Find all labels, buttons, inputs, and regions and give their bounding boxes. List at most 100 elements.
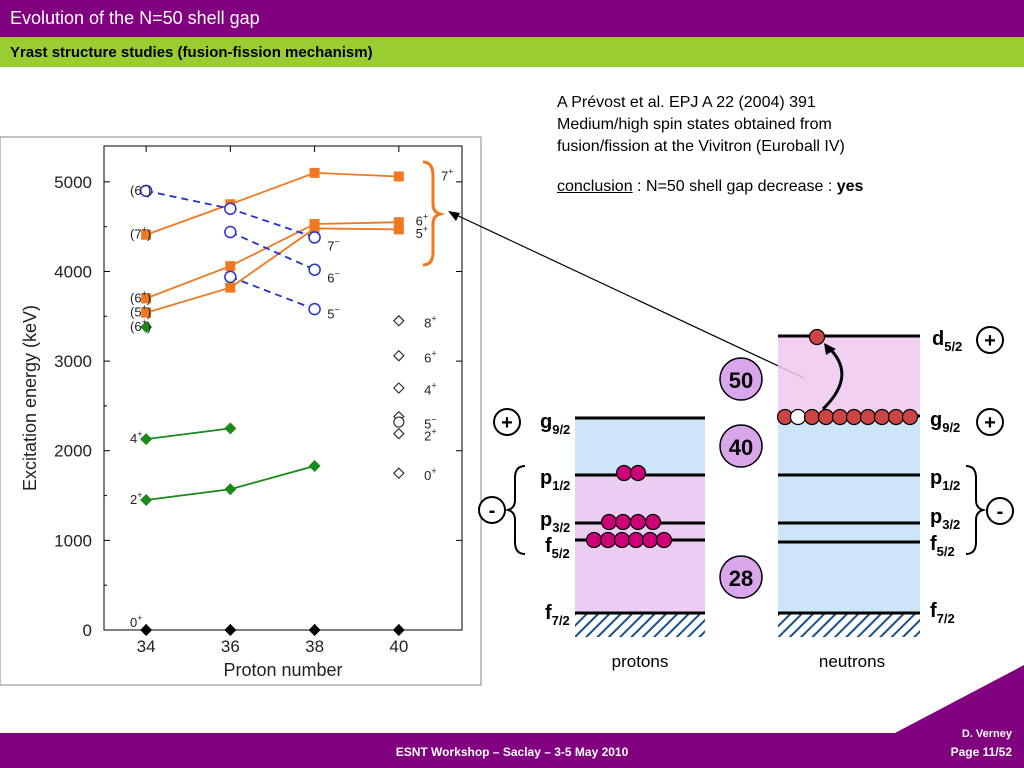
- slide-subtitle: Yrast structure studies (fusion-fission …: [10, 44, 373, 61]
- neutron-dot: [831, 408, 849, 426]
- data-point-diamond: [140, 624, 153, 636]
- data-point-circle: [224, 270, 237, 284]
- proton-particles: [585, 464, 673, 549]
- level-label: 6−: [327, 269, 340, 286]
- excitation-arrow: [821, 345, 844, 411]
- neutron-g92-plus-sign: +: [984, 412, 996, 434]
- x-tick-label: 40: [389, 637, 408, 656]
- series-line: [145, 221, 399, 300]
- data-point-open-diamond: [392, 427, 405, 440]
- proton-dot: [600, 513, 618, 531]
- magic-40-circle: [719, 424, 763, 468]
- data-point-diamond: [224, 624, 237, 636]
- proton-dot: [629, 464, 647, 482]
- x-tick-label: 34: [137, 637, 156, 656]
- proton-dot: [613, 531, 631, 549]
- y-tick-label: 3000: [54, 352, 92, 371]
- neutron-dot: [803, 408, 821, 426]
- proton-orbital-label: f7/2: [545, 602, 570, 628]
- data-point-diamond: [308, 459, 321, 472]
- neutron-dot: [901, 408, 919, 426]
- level-label: 7+: [441, 166, 454, 183]
- footer-event: ESNT Workshop – Saclay – 3-5 May 2010: [395, 745, 629, 759]
- level-label: (6−): [130, 181, 151, 198]
- conclusion-text: : N=50 shell gap decrease :: [632, 178, 837, 195]
- level-label: (7+): [130, 225, 151, 242]
- proton-dot: [629, 513, 647, 531]
- neutron-dot: [859, 408, 877, 426]
- magic-50-label: 50: [729, 368, 753, 393]
- proton-orbital-label: p3/2: [540, 509, 570, 535]
- reference-line-2: Medium/high spin states obtained from: [557, 116, 832, 133]
- reference-line-3: fusion/fission at the Vivitron (Euroball…: [557, 138, 845, 155]
- y-tick-label: 4000: [54, 262, 92, 281]
- neutron-core-hatch: [778, 613, 920, 637]
- data-point-circle: [224, 202, 237, 215]
- data-point-open-diamond: [392, 314, 405, 327]
- protons-label: protons: [612, 652, 669, 671]
- neutron-orbital-label: p3/2: [930, 506, 960, 532]
- reference-line-1: A Prévost et al. EPJ A 22 (2004) 391: [557, 94, 816, 111]
- pointer-arrow-line: [451, 212, 805, 379]
- neutron-brace: [965, 465, 987, 555]
- data-point-square: [309, 167, 320, 178]
- data-point-square: [393, 217, 404, 228]
- proton-plus-sign: +: [501, 412, 513, 434]
- pointer-arrow-head: [448, 211, 460, 221]
- series-line: [229, 231, 315, 271]
- data-point-diamond: [224, 422, 237, 435]
- level-label: 4+: [130, 429, 143, 446]
- shell-diagram: 50 40 28 g9/2 p1/2 p3/2 f5/2 f7/2 d5/2 g…: [478, 326, 1014, 671]
- title-bar: Evolution of the N=50 shell gap: [0, 0, 1024, 37]
- series-line: [145, 171, 399, 236]
- neutron-orbital-label: g9/2: [930, 409, 960, 435]
- neutron-dot: [845, 408, 863, 426]
- level-label: 0+: [130, 613, 143, 630]
- data-point-square: [393, 224, 404, 235]
- conclusion-line: conclusion : N=50 shell gap decrease : y…: [557, 176, 1007, 198]
- level-label: 2+: [130, 490, 143, 507]
- proton-orbital-label: g9/2: [540, 411, 570, 437]
- proton-core-hatch: [575, 613, 705, 637]
- level-label: (5+): [130, 303, 151, 320]
- data-point-diamond: [224, 483, 237, 496]
- proton-dot: [614, 513, 632, 531]
- level-label: 4+: [424, 381, 437, 398]
- proton-plus-parity: [493, 408, 521, 436]
- footer-bar: ESNT Workshop – Saclay – 3-5 May 2010: [0, 733, 1024, 768]
- data-point-diamond: [308, 624, 321, 636]
- plot-frame: [103, 145, 463, 631]
- proton-minus-sign: -: [489, 500, 496, 522]
- orange-brace: [422, 160, 446, 267]
- conclusion-answer: yes: [836, 178, 864, 195]
- conclusion-label: conclusion: [557, 178, 633, 195]
- data-point-circle: [308, 263, 321, 276]
- neutron-orbital-label: p1/2: [930, 467, 960, 493]
- data-point-square: [309, 223, 320, 234]
- y-tick-label: 1000: [54, 531, 92, 550]
- magic-40-label: 40: [729, 435, 753, 460]
- series-line: [145, 227, 399, 314]
- data-point-diamond: [140, 494, 153, 507]
- slide-title: Evolution of the N=50 shell gap: [10, 8, 260, 28]
- neutron-dot: [817, 408, 835, 426]
- reference-block: A Prévost et al. EPJ A 22 (2004) 391 Med…: [557, 92, 1007, 198]
- level-label: (6+): [130, 288, 151, 305]
- neutron-dot: [873, 408, 891, 426]
- neutron-hole: [789, 408, 807, 426]
- data-point-open-diamond: [392, 467, 405, 479]
- neutron-d52-plus-sign: +: [984, 330, 996, 352]
- data-point-square: [141, 293, 152, 304]
- neutron-d52-plus-parity: [976, 326, 1004, 354]
- y-tick-label: 2000: [54, 442, 92, 461]
- data-point-diamond: [140, 433, 153, 446]
- data-point-square: [393, 171, 404, 182]
- data-point-diamond: [140, 321, 153, 334]
- neutron-particles: [776, 328, 919, 426]
- data-point-circle: [139, 184, 153, 198]
- y-tick-label: 0: [83, 621, 92, 640]
- level-label: (6+): [130, 317, 151, 334]
- neutron-orbital-label: f5/2: [930, 533, 955, 559]
- level-label: 5+: [416, 224, 429, 241]
